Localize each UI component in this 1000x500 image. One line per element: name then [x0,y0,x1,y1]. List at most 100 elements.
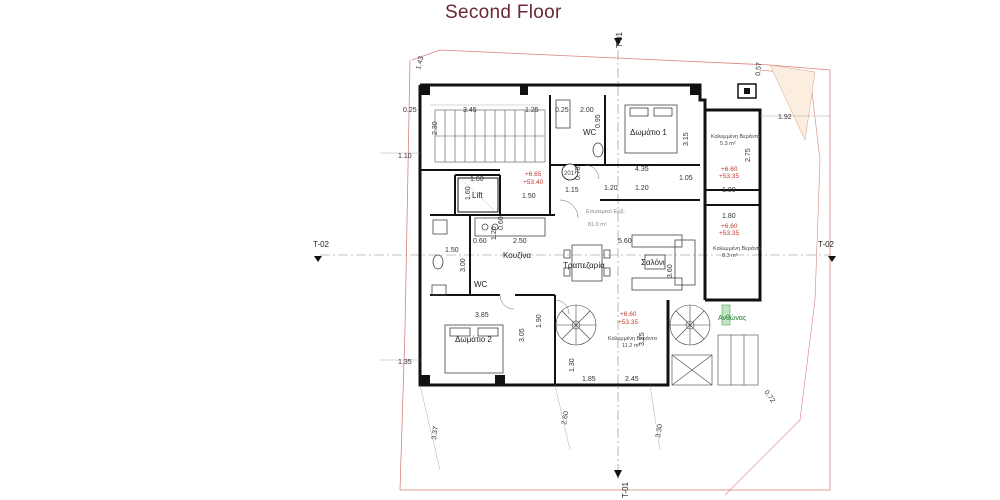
level-a1: +6.65 [525,171,542,178]
veranda-grid [671,334,759,386]
dim-230: 2.30 [432,121,439,135]
column-bottom-right [495,375,505,385]
level-c2: +53.35 [719,230,739,237]
dim-115: 1.15 [565,187,579,194]
section-arrow-bottom [614,470,622,478]
level-b2: +53.35 [719,173,739,180]
dining-table [563,244,611,282]
room-label-living: Σαλόνι [641,258,665,267]
dim-095: 0.95 [595,114,602,128]
dim-330: 3.30 [655,424,664,439]
dim-120b: 1.20 [635,185,649,192]
door-swings [499,164,600,315]
internal-area-name: Εσωτερικό Εμβ. [586,208,626,215]
room-label-flowerbed: Ανθώνας [718,314,747,322]
room-label-lift: Lift [472,191,483,200]
level-c1: +6.60 [721,223,738,230]
dim-143: 1.43 [415,55,425,70]
dim-130: 1.30 [569,358,576,372]
section-arrow-right [828,256,836,262]
room-label-kitchen: Κουζίνα [503,251,531,260]
dim-275: 2.75 [745,148,752,162]
dim-345: 3.45 [463,107,477,114]
dim-180b: 1.80 [722,213,736,220]
dim-150a: 1.50 [522,193,536,200]
dim-260: 2.60 [561,411,570,426]
dim-192: 1.92 [778,114,792,121]
dim-135: 1.35 [398,359,412,366]
dimension-lines [380,104,830,471]
staircase-main [434,109,546,163]
flowerbed-strip [721,304,731,326]
spiral-stair-right [669,304,711,346]
wc-fixtures [431,99,604,296]
dim-300: 3.00 [460,258,467,272]
page-title: Second Floor [445,2,562,23]
dim-072: 0.72 [762,389,776,404]
dim-110: 1.10 [398,153,412,160]
apartment-circle [561,163,579,181]
level-b1: +6.60 [721,166,738,173]
dim-125: 1.25 [525,107,539,114]
chimney-inner [744,88,750,94]
dim-190: 1.90 [536,314,543,328]
apartment-number: 201 [564,171,575,177]
veranda2-area: 8.3 m² [722,253,738,259]
dim-315a: 3.15 [683,132,690,146]
room-label-bedroom2: Δωμάτιο 2 [455,335,492,344]
dim-305: 3.05 [519,328,526,342]
plot-boundary [399,49,831,491]
column-top-left [420,85,430,95]
dim-120a: 1.20 [604,185,618,192]
column-top-right [690,85,700,95]
bed-room1 [624,104,678,154]
bed-room2 [444,324,504,374]
veranda2-name: Καλυμμένη Βεράντα [713,245,763,252]
dim-057: 0.57 [755,62,763,76]
dim-120c: 1.20 [491,226,498,240]
dim-160a: 1.60 [470,176,484,183]
dim-385: 3.85 [475,312,489,319]
veranda3-name: Καλυμμένη Βεράντα [608,335,658,342]
sofa [631,234,696,291]
dim-250: 2.50 [513,238,527,245]
dim-075: 0.75 [575,166,582,180]
dim-150b: 1.50 [445,247,459,254]
dim-337: 3.37 [431,426,440,441]
veranda1-name: Καλυμμένη Βεράντα [711,133,761,140]
column-top-mid [520,85,528,95]
dim-360: 3.60 [667,264,674,278]
room-label-wc-left: WC [474,280,488,289]
interior-walls [420,95,760,385]
dim-105: 1.05 [679,175,693,182]
spiral-stair-left [555,304,597,346]
dim-560: 5.60 [618,238,632,245]
dim-435: 4.35 [635,166,649,173]
dim-025b: 0.25 [555,107,569,114]
dim-025a: 0.25 [403,107,417,114]
section-arrow-top [614,38,622,46]
section-label-bottom: T-01 [621,481,630,498]
dim-185: 1.85 [582,376,596,383]
dim-180a: 1.80 [722,187,736,194]
veranda1-area: 5.3 m² [720,141,736,147]
kitchen-counter [474,217,546,237]
corner-hatch [769,64,816,141]
column-bottom-left [420,375,430,385]
room-label-wc-top: WC [583,128,597,137]
dim-060b: 0.60 [498,216,505,230]
dim-245: 2.45 [625,376,639,383]
chimney [737,83,757,99]
section-label-top: T-01 [615,31,624,48]
level-d1: +6.60 [620,311,637,318]
lift-shaft [457,177,499,213]
room-label-bedroom1: Δωμάτιο 1 [630,128,667,137]
level-a2: +53.40 [523,179,543,186]
section-arrow-left [314,256,322,262]
level-d2: +53.35 [618,319,638,326]
dim-315b: 3.15 [639,332,646,346]
room-label-dining: Τραπεζαρία [563,261,605,270]
dim-200: 2.00 [580,107,594,114]
section-label-left: T-02 [313,240,330,249]
